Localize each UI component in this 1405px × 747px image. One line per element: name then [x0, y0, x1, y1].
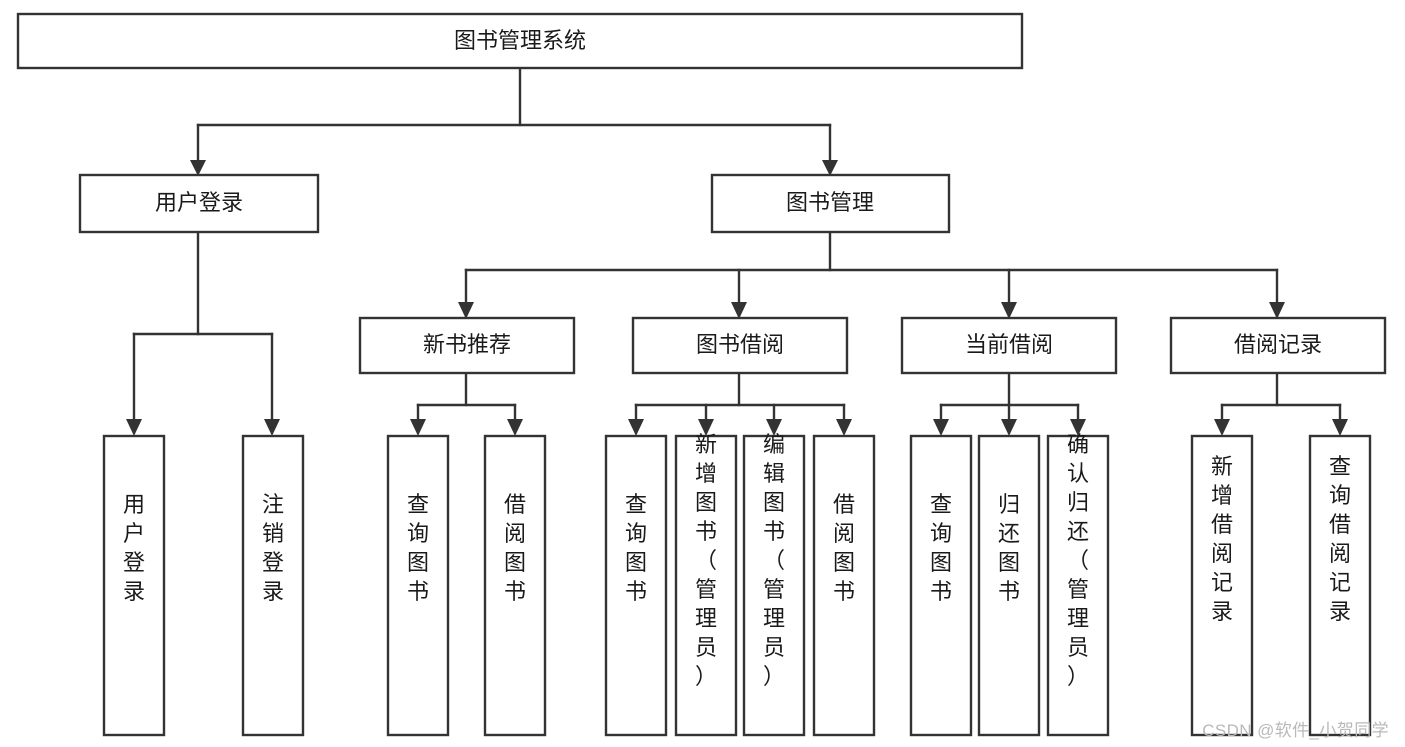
leaf-borrow-borrow-book-label: 借阅图书 [833, 492, 855, 604]
leaf-current-query-book-label: 查询图书 [930, 492, 952, 604]
leaf-current-confirm-return-box[interactable] [1046, 434, 1110, 737]
leaf-user-login-login-box[interactable] [102, 434, 166, 737]
arrow-current-l1 [933, 419, 949, 436]
leaf-current-query-book[interactable]: 查询图书 [909, 434, 973, 737]
arrow-borrow-l3 [766, 419, 782, 436]
node-book-management-box[interactable] [710, 173, 951, 234]
node-borrow-record-box[interactable] [1169, 316, 1387, 375]
leaf-record-add-record[interactable]: 新增借阅记录 [1190, 434, 1254, 737]
arrow-root-to-book-mgmt [822, 160, 838, 176]
leaf-borrow-edit-book-box[interactable] [742, 434, 806, 737]
arrow-borrow-l2 [698, 419, 714, 436]
arrow-borrow-l4 [836, 419, 852, 436]
leaf-borrow-add-book-label: 新增图书（管理员） [695, 432, 717, 689]
leaf-borrow-query-book-box[interactable] [604, 434, 668, 737]
arrow-recommend-l1 [410, 419, 426, 436]
node-user-login-box[interactable] [78, 173, 320, 234]
leaf-user-login-logout[interactable]: 注销登录 [241, 434, 305, 737]
leaf-borrow-borrow-book-box[interactable] [812, 434, 876, 737]
node-root-book-management-system[interactable]: 图书管理系统 [16, 12, 1024, 70]
leaf-current-return-book-box[interactable] [977, 434, 1041, 737]
arrow-book-mgmt-c3 [1001, 302, 1017, 319]
leaf-borrow-query-book[interactable]: 查询图书 [604, 434, 668, 737]
leaf-record-add-record-box[interactable] [1190, 434, 1254, 737]
node-current-borrow[interactable]: 当前借阅 [900, 316, 1118, 375]
leaf-current-confirm-return[interactable]: 确认归还（管理员） [1046, 432, 1110, 737]
node-root-label: 图书管理系统 [454, 28, 586, 53]
arrow-book-mgmt-c2 [731, 302, 747, 319]
node-current-borrow-box[interactable] [900, 316, 1118, 375]
node-book-borrow[interactable]: 图书借阅 [631, 316, 849, 375]
leaf-borrow-edit-book[interactable]: 编辑图书（管理员） [742, 432, 806, 737]
node-current-borrow-label: 当前借阅 [965, 332, 1053, 357]
arrow-book-mgmt-c4 [1269, 302, 1285, 319]
leaf-recommend-borrow-book-label: 借阅图书 [504, 492, 526, 604]
node-new-book-recommend[interactable]: 新书推荐 [358, 316, 576, 375]
connector-layer [126, 66, 1348, 436]
leaf-record-query-record-label: 查询借阅记录 [1329, 454, 1351, 624]
node-user-login[interactable]: 用户登录 [78, 173, 320, 234]
node-book-borrow-box[interactable] [631, 316, 849, 375]
leaf-user-login-logout-label: 注销登录 [262, 492, 284, 604]
leaf-current-return-book[interactable]: 归还图书 [977, 434, 1041, 737]
leaf-recommend-query-book-label: 查询图书 [407, 492, 429, 604]
leaf-borrow-add-book[interactable]: 新增图书（管理员） [674, 432, 738, 737]
leaf-current-return-book-label: 归还图书 [998, 492, 1020, 604]
node-book-management-label: 图书管理 [786, 190, 874, 215]
leaf-record-query-record-box[interactable] [1308, 434, 1372, 737]
node-borrow-record[interactable]: 借阅记录 [1169, 316, 1387, 375]
node-root-box[interactable] [16, 12, 1024, 70]
arrow-borrow-l1 [628, 419, 644, 436]
arrow-user-login-l2 [264, 419, 280, 436]
arrow-record-l2 [1332, 419, 1348, 436]
node-book-management[interactable]: 图书管理 [710, 173, 951, 234]
arrow-current-l2 [1001, 419, 1017, 436]
leaf-borrow-edit-book-label: 编辑图书（管理员） [763, 432, 785, 689]
leaf-record-query-record[interactable]: 查询借阅记录 [1308, 434, 1372, 737]
node-new-book-recommend-box[interactable] [358, 316, 576, 375]
leaf-borrow-query-book-label: 查询图书 [625, 492, 647, 604]
csdn-watermark: CSDN @软件_小贺同学 [1202, 721, 1389, 740]
arrow-user-login-l1 [126, 419, 142, 436]
leaf-borrow-borrow-book[interactable]: 借阅图书 [812, 434, 876, 737]
leaf-current-confirm-return-label: 确认归还（管理员） [1067, 432, 1089, 689]
arrow-record-l1 [1214, 419, 1230, 436]
arrow-current-l3 [1070, 419, 1086, 436]
leaf-borrow-add-book-box[interactable] [674, 434, 738, 737]
leaf-user-login-login-label: 用户登录 [123, 492, 145, 604]
leaf-recommend-query-book[interactable]: 查询图书 [386, 434, 450, 737]
arrow-recommend-l2 [507, 419, 523, 436]
leaf-user-login-logout-box[interactable] [241, 434, 305, 737]
leaf-recommend-borrow-book-box[interactable] [483, 434, 547, 737]
leaf-recommend-query-book-box[interactable] [386, 434, 450, 737]
leaf-current-query-book-box[interactable] [909, 434, 973, 737]
leaf-record-add-record-label: 新增借阅记录 [1211, 454, 1233, 624]
arrow-root-to-user-login [190, 160, 206, 176]
node-new-book-recommend-label: 新书推荐 [423, 332, 511, 357]
arrow-book-mgmt-c1 [458, 302, 474, 319]
leaf-recommend-borrow-book[interactable]: 借阅图书 [483, 434, 547, 737]
leaf-user-login-login[interactable]: 用户登录 [102, 434, 166, 737]
node-borrow-record-label: 借阅记录 [1234, 332, 1322, 357]
node-user-login-label: 用户登录 [155, 190, 243, 215]
node-book-borrow-label: 图书借阅 [696, 332, 784, 357]
